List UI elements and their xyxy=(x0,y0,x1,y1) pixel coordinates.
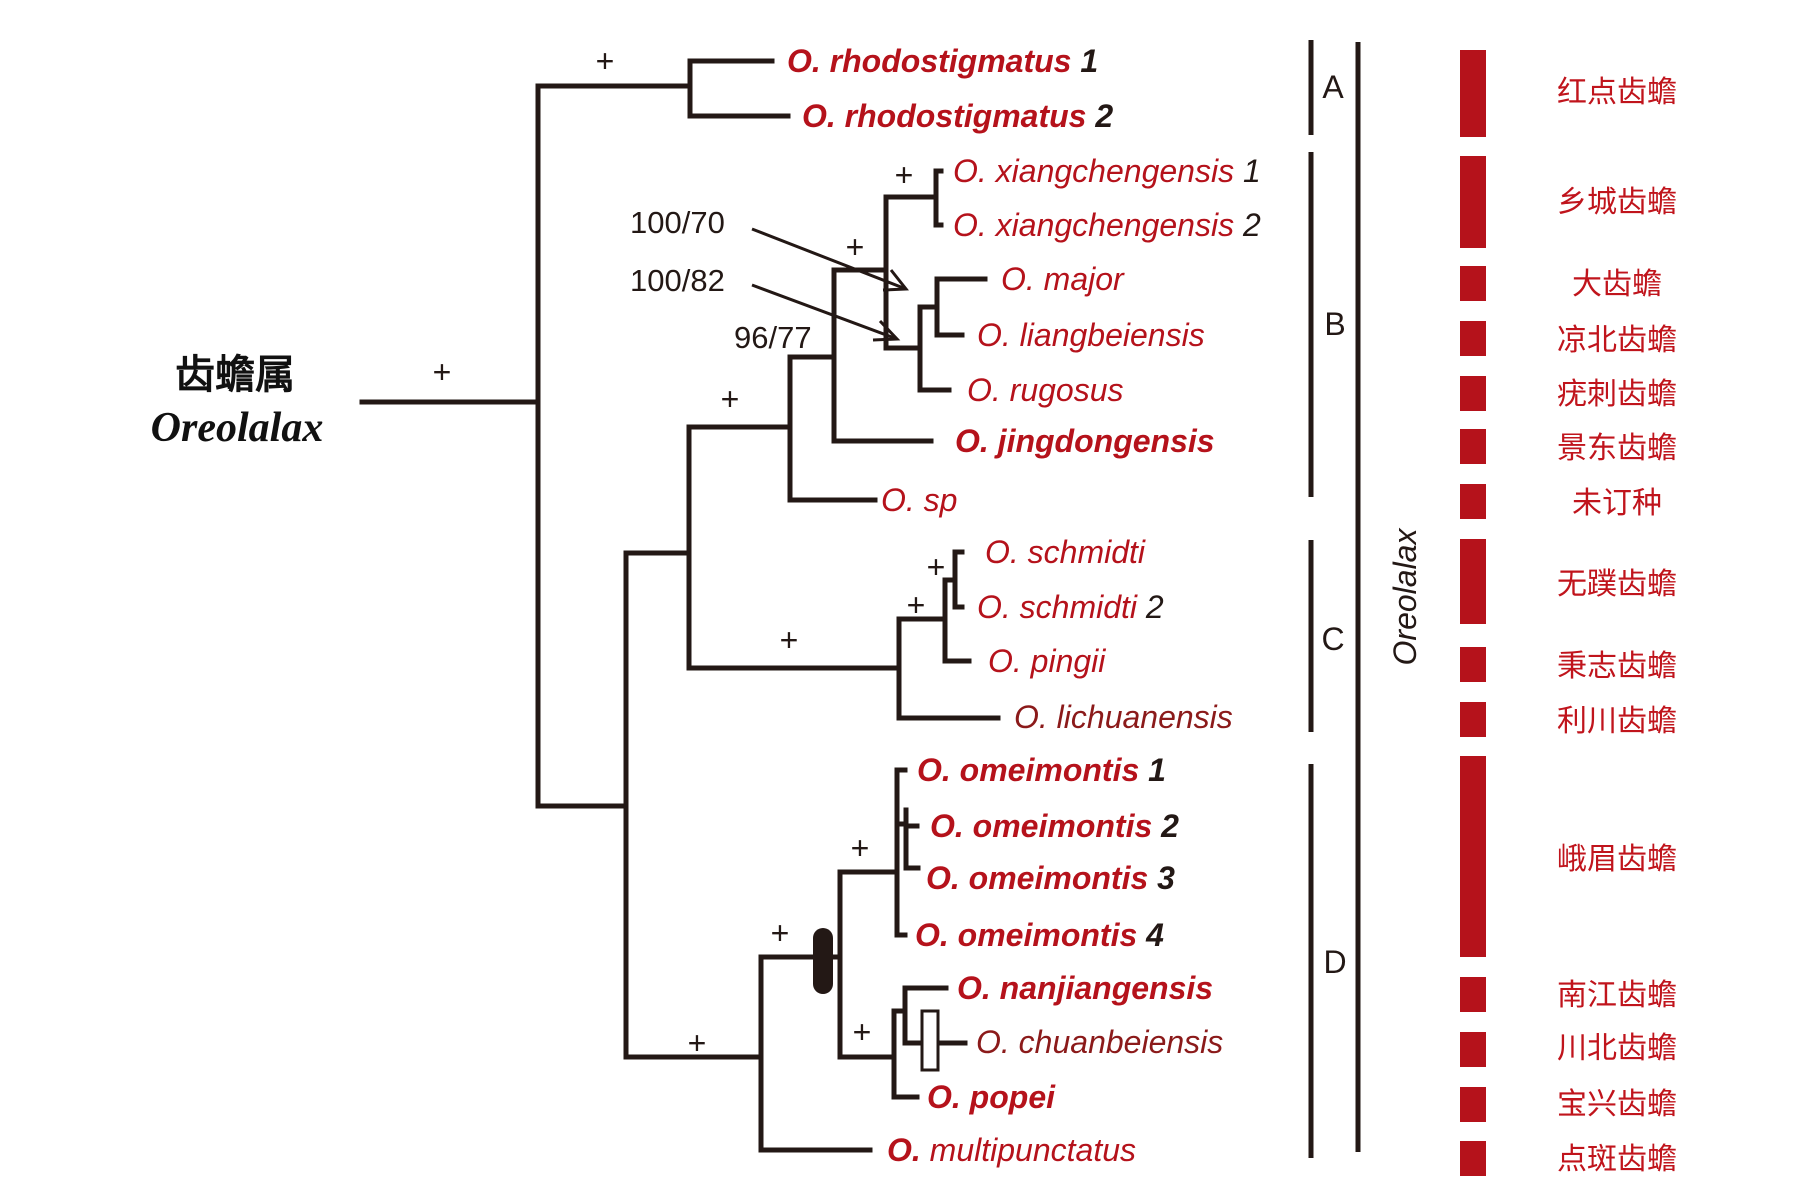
species-bar xyxy=(1460,376,1486,411)
taxon-label: O. jingdongensis xyxy=(955,423,1215,459)
taxon-label: O. rugosus xyxy=(967,372,1124,408)
species-bar xyxy=(1460,1141,1486,1176)
clade-label-a: A xyxy=(1322,69,1344,105)
annotation-arrowhead xyxy=(872,319,901,342)
taxon-label: O. schmidti xyxy=(985,534,1146,570)
chinese-name: 乡城齿蟾 xyxy=(1557,185,1677,220)
support-plus: + xyxy=(780,622,799,658)
clade-label-d: D xyxy=(1323,944,1346,980)
taxon-label: O. omeimontis 2 xyxy=(930,808,1179,844)
taxon-labels: O. rhodostigmatus 1 O. rhodostigmatus 2 … xyxy=(787,43,1261,1168)
chinese-name: 疣刺齿蟾 xyxy=(1557,377,1677,412)
support-plus: + xyxy=(907,587,926,623)
annotation-96-77: 96/77 xyxy=(734,320,812,355)
chinese-names: 红点齿蟾 乡城齿蟾 大齿蟾 凉北齿蟾 疣刺齿蟾 景东齿蟾 未订种 无蹼齿蟾 秉志… xyxy=(1557,75,1677,1177)
species-bar xyxy=(1460,756,1486,957)
taxon-label: O. xiangchengensis 2 xyxy=(953,207,1261,243)
species-bar xyxy=(1460,156,1486,248)
taxon-label: O. omeimontis 4 xyxy=(915,917,1164,953)
taxon-label: O. chuanbeiensis xyxy=(976,1024,1223,1060)
species-bar xyxy=(1460,702,1486,737)
chinese-name: 未订种 xyxy=(1572,486,1662,521)
annotation-arrow xyxy=(751,227,907,291)
chinese-name: 秉志齿蟾 xyxy=(1557,649,1677,684)
taxon-label: O. liangbeiensis xyxy=(977,317,1205,353)
genus-chinese-name: 齿蟾属 xyxy=(175,352,295,398)
tree-branches xyxy=(359,58,1001,1153)
species-bar xyxy=(1460,266,1486,301)
support-plus: + xyxy=(771,915,790,951)
chinese-name: 峨眉齿蟾 xyxy=(1557,842,1677,877)
chinese-name: 凉北齿蟾 xyxy=(1557,323,1677,358)
taxon-label: O. popei xyxy=(927,1079,1056,1115)
taxon-label: O. schmidti 2 xyxy=(977,589,1164,625)
species-bar xyxy=(1460,484,1486,519)
taxon-label: O. omeimontis 1 xyxy=(917,752,1166,788)
annotation-100-82: 100/82 xyxy=(630,263,725,298)
species-bar xyxy=(1460,1087,1486,1122)
taxon-label: O. multipunctatus xyxy=(887,1132,1136,1168)
taxon-label: O. omeimontis 3 xyxy=(926,860,1175,896)
support-plus: + xyxy=(927,549,946,585)
support-plus: + xyxy=(853,1014,872,1050)
clade-label-b: B xyxy=(1324,306,1345,342)
support-plus: + xyxy=(851,830,870,866)
support-plus: + xyxy=(721,381,740,417)
species-bar xyxy=(1460,321,1486,356)
chinese-name: 南江齿蟾 xyxy=(1557,978,1677,1013)
support-plus: + xyxy=(596,43,615,79)
species-bars xyxy=(1460,50,1486,1176)
chinese-name: 川北齿蟾 xyxy=(1557,1031,1677,1066)
chinese-name: 利川齿蟾 xyxy=(1557,704,1677,739)
species-bar xyxy=(1460,1032,1486,1067)
species-bar xyxy=(1460,429,1486,464)
taxon-label: O. lichuanensis xyxy=(1014,699,1233,735)
taxon-label: O. major xyxy=(1001,261,1125,297)
support-plus: + xyxy=(895,157,914,193)
species-bar xyxy=(1460,50,1486,137)
support-symbols: + + + + + + + + + + + + xyxy=(433,43,946,1061)
taxon-label: O. nanjiangensis xyxy=(957,970,1213,1006)
taxon-label: O. pingii xyxy=(988,643,1106,679)
taxon-label: O. xiangchengensis 1 xyxy=(953,153,1261,189)
chinese-name: 无蹼齿蟾 xyxy=(1557,567,1677,602)
species-bar xyxy=(1460,647,1486,682)
annotation-100-70: 100/70 xyxy=(630,205,725,240)
vertical-genus-label: Oreolalax xyxy=(1387,528,1423,666)
chinese-name: 红点齿蟾 xyxy=(1557,75,1677,110)
taxon-label: O. sp xyxy=(881,482,957,518)
taxon-label: O. rhodostigmatus 2 xyxy=(802,98,1113,134)
node-annotations: 100/70 100/82 96/77 xyxy=(630,205,909,355)
clade-brackets: A B C D Oreolalax xyxy=(1308,40,1423,1158)
clade-label-c: C xyxy=(1321,621,1344,657)
chinese-name: 点斑齿蟾 xyxy=(1557,1142,1677,1177)
chinese-name: 宝兴齿蟾 xyxy=(1557,1087,1677,1122)
character-marker-filled xyxy=(813,928,833,994)
character-marker-open xyxy=(920,1009,940,1072)
chinese-name: 大齿蟾 xyxy=(1572,267,1662,302)
support-plus: + xyxy=(433,354,452,390)
taxon-label: O. rhodostigmatus 1 xyxy=(787,43,1098,79)
species-bar xyxy=(1460,539,1486,624)
species-bar xyxy=(1460,977,1486,1012)
annotation-arrowhead xyxy=(882,269,909,292)
support-plus: + xyxy=(846,229,865,265)
genus-latin-name: Oreolalax xyxy=(151,405,324,451)
annotation-arrow xyxy=(751,283,898,341)
chinese-name: 景东齿蟾 xyxy=(1557,431,1677,466)
support-plus: + xyxy=(688,1025,707,1061)
